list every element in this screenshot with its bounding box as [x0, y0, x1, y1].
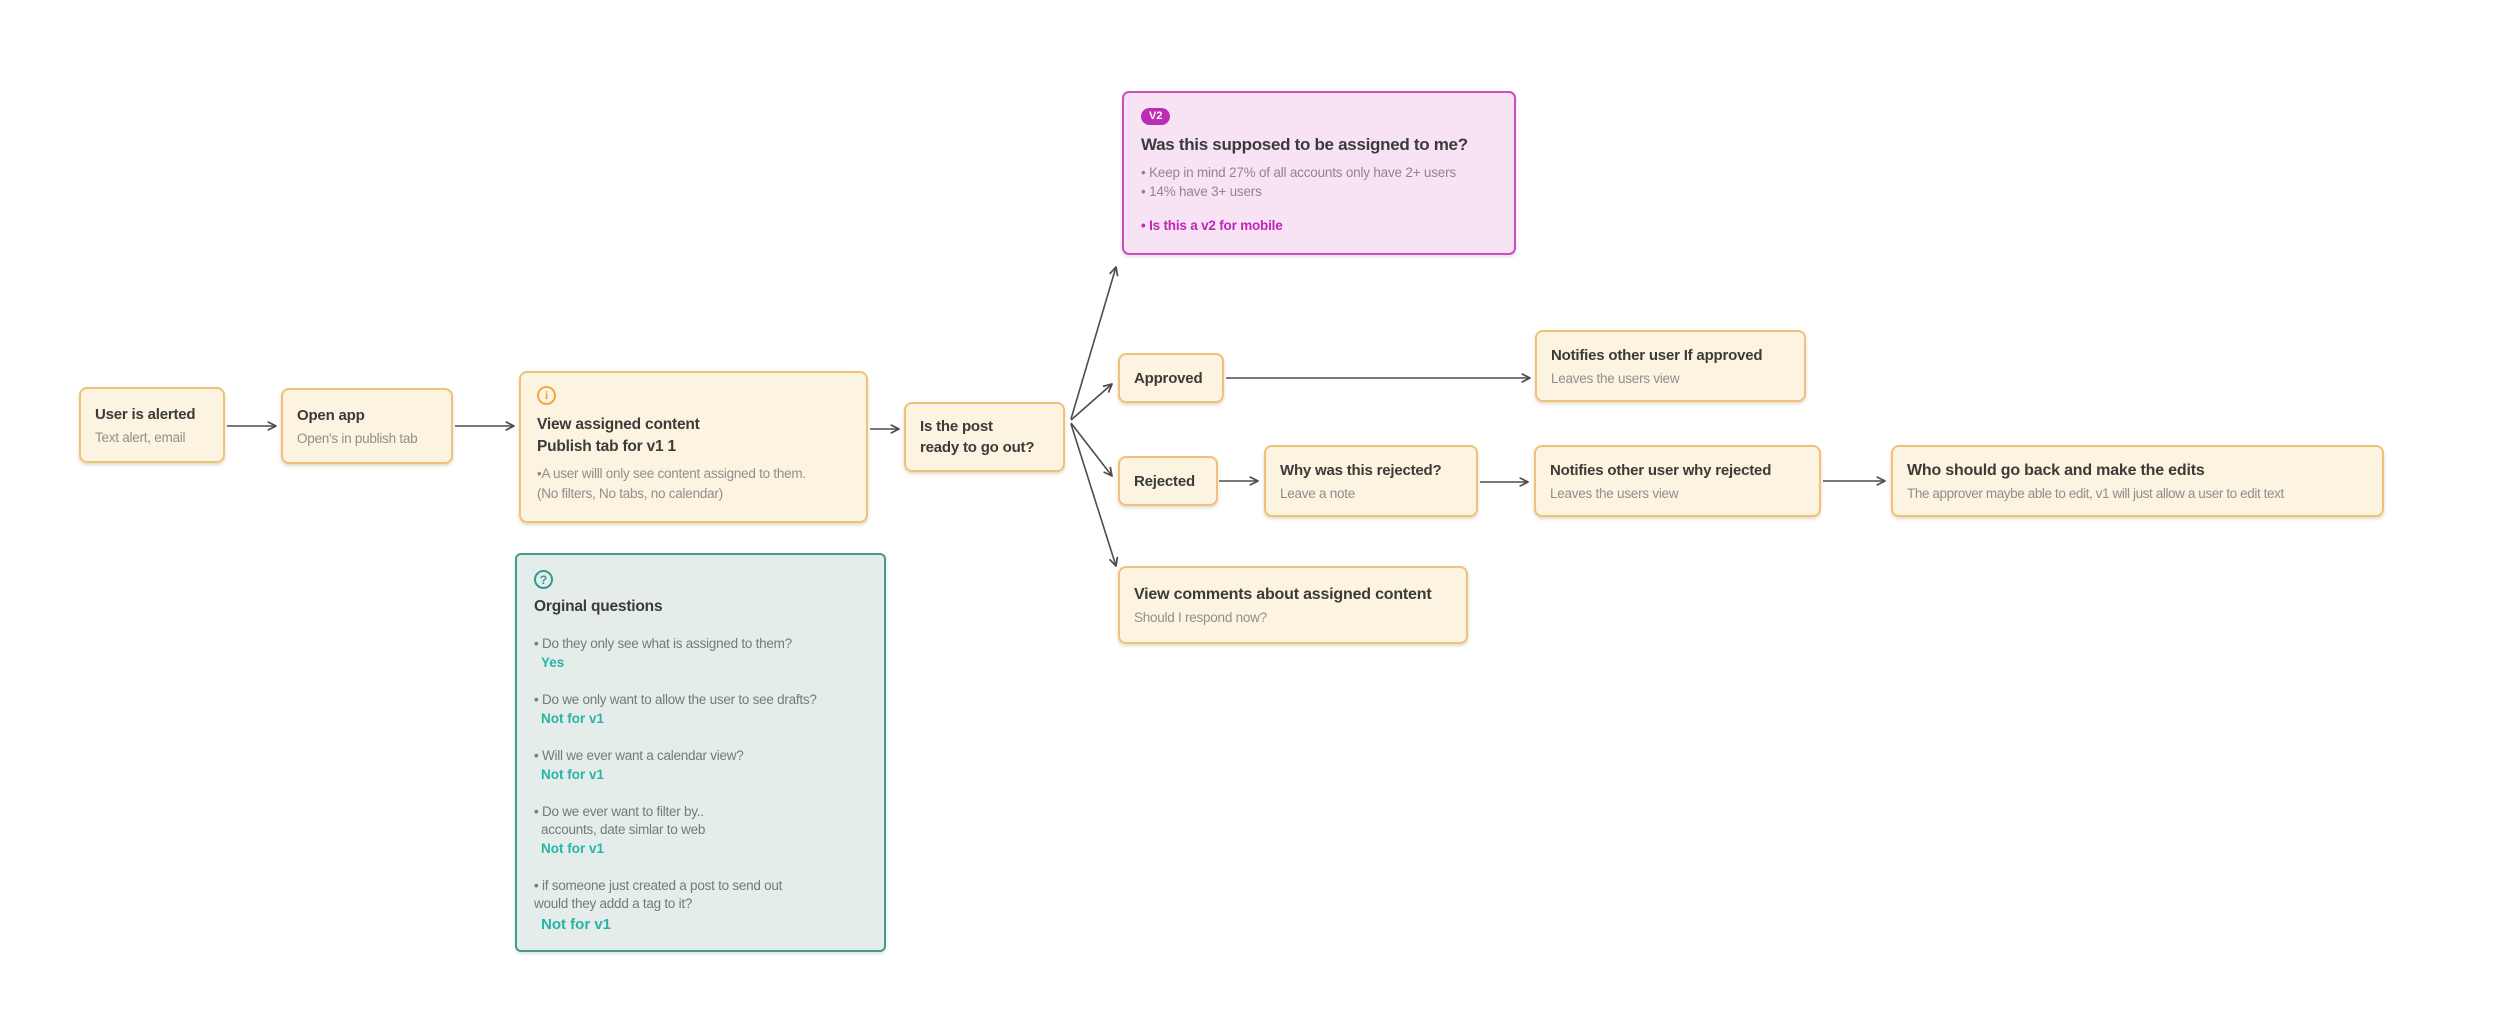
node-title: Approved — [1134, 369, 1203, 387]
node-title-line1: Is the post — [920, 418, 993, 435]
node-user-is-alerted[interactable]: User is alerted Text alert, email — [79, 387, 225, 463]
question-text: • Will we ever want a calendar view? — [534, 748, 744, 763]
node-title: Why was this rejected? — [1280, 461, 1442, 479]
answer-text: Not for v1 — [541, 916, 612, 933]
node-title: Who should go back and make the edits — [1907, 461, 2205, 479]
question-text: • Do they only see what is assigned to t… — [534, 636, 792, 651]
node-rejected[interactable]: Rejected — [1118, 456, 1218, 506]
node-title: Was this supposed to be assigned to me? — [1141, 135, 1468, 154]
answer-text: Not for v1 — [541, 767, 605, 782]
node-body: •A user willl only see content assigned … — [537, 464, 850, 504]
question-text-line2: would they addd a tag to it? — [534, 896, 693, 911]
node-title: Orginal questions — [534, 598, 663, 615]
node-subtitle: Text alert, email — [95, 429, 186, 445]
question-item: • if someone just created a post to send… — [534, 877, 867, 934]
node-title: Rejected — [1134, 472, 1195, 490]
answer-text: Not for v1 — [541, 841, 605, 856]
node-is-post-ready[interactable]: Is the post ready to go out? — [904, 402, 1065, 472]
node-title: User is alerted — [95, 405, 196, 423]
node-notifies-if-approved[interactable]: Notifies other user If approved Leaves t… — [1535, 330, 1806, 402]
node-subtitle: Should I respond now? — [1134, 609, 1267, 625]
question-item: • Do we only want to allow the user to s… — [534, 691, 867, 728]
node-open-app[interactable]: Open app Open's in publish tab — [281, 388, 453, 464]
node-original-questions[interactable]: ? Orginal questions • Do they only see w… — [515, 553, 886, 952]
question-item: • Will we ever want a calendar view? Not… — [534, 747, 867, 784]
question-text: • Do we only want to allow the user to s… — [534, 692, 817, 707]
node-subtitle: Leaves the users view — [1551, 370, 1680, 386]
node-body-line2: (No filters, No tabs, no calendar) — [537, 486, 723, 501]
question-icon: ? — [534, 570, 553, 589]
node-title: Notifies other user why rejected — [1550, 461, 1772, 479]
question-text: • Do we ever want to filter by.. — [534, 804, 704, 819]
question-text: • if someone just created a post to send… — [534, 878, 783, 893]
node-body-line1: •A user willl only see content assigned … — [537, 466, 806, 481]
node-title: Open app — [297, 406, 365, 424]
info-icon: i — [537, 386, 556, 405]
node-subtitle: Leaves the users view — [1550, 485, 1679, 501]
node-why-rejected[interactable]: Why was this rejected? Leave a note — [1264, 445, 1478, 517]
bullet-item: • Keep in mind 27% of all accounts only … — [1141, 165, 1456, 180]
node-who-makes-edits[interactable]: Who should go back and make the edits Th… — [1891, 445, 2384, 517]
question-text-line2: accounts, date simlar to web — [541, 822, 706, 837]
node-view-comments[interactable]: View comments about assigned content Sho… — [1118, 566, 1468, 644]
v2-badge: V2 — [1141, 108, 1171, 125]
node-notifies-why-rejected[interactable]: Notifies other user why rejected Leaves … — [1534, 445, 1821, 517]
node-subtitle: Leave a note — [1280, 485, 1356, 501]
node-title: View assigned content Publish tab for v1… — [537, 414, 850, 458]
node-title: Is the post ready to go out? — [920, 416, 1049, 458]
node-bullets: • Keep in mind 27% of all accounts only … — [1141, 163, 1497, 201]
bullet-item: • 14% have 3+ users — [1141, 184, 1262, 199]
node-view-assigned-content[interactable]: i View assigned content Publish tab for … — [519, 371, 868, 523]
node-subtitle: The approver maybe able to edit, v1 will… — [1907, 485, 2284, 501]
node-approved[interactable]: Approved — [1118, 353, 1224, 403]
node-title-line2: Publish tab for v1 1 — [537, 438, 676, 455]
node-title: View comments about assigned content — [1134, 585, 1432, 603]
highlight-bullet: • Is this a v2 for mobile — [1141, 218, 1283, 233]
question-item: • Do we ever want to filter by.. account… — [534, 803, 867, 858]
node-title: Notifies other user If approved — [1551, 346, 1763, 364]
node-title-line1: View assigned content — [537, 416, 700, 433]
answer-text: Yes — [541, 655, 565, 670]
node-subtitle: Open's in publish tab — [297, 430, 418, 446]
question-item: • Do they only see what is assigned to t… — [534, 635, 867, 672]
node-title-line2: ready to go out? — [920, 439, 1035, 456]
node-v2-assignment-note[interactable]: V2 Was this supposed to be assigned to m… — [1122, 91, 1516, 255]
answer-text: Not for v1 — [541, 711, 605, 726]
